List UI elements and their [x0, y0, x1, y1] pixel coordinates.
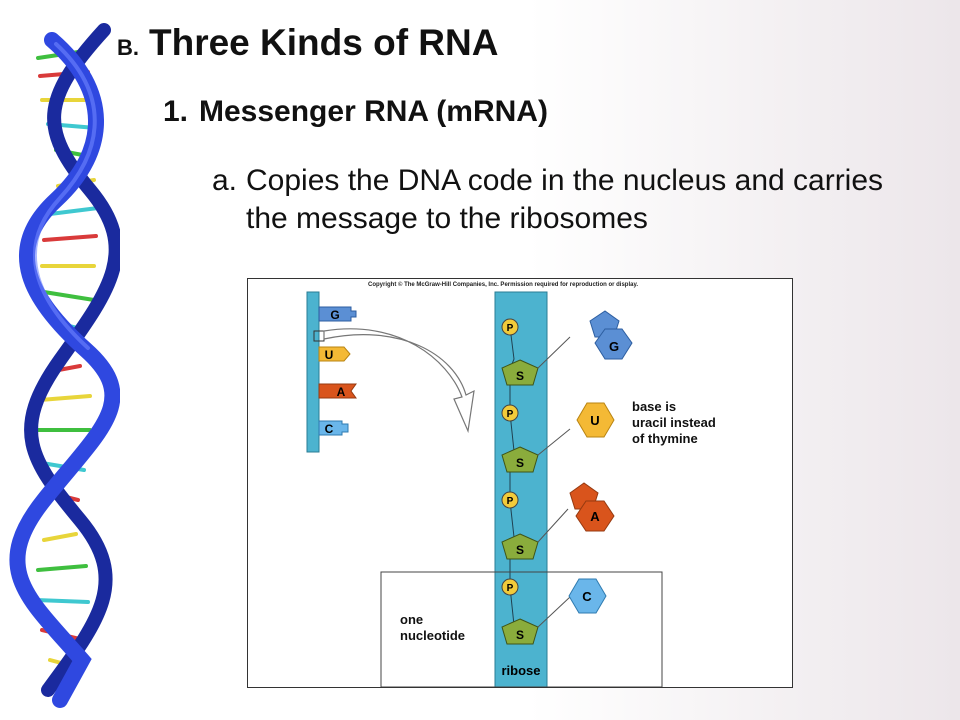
- base-connectors: [537, 336, 571, 628]
- mini-base-a: A: [318, 383, 357, 399]
- sugar-2-label: S: [516, 456, 524, 470]
- bullet-level-2: a. Copies the DNA code in the nucleus an…: [212, 162, 932, 238]
- mini-base-u-label: U: [325, 348, 334, 362]
- mini-base-g-label: G: [330, 308, 339, 322]
- figure-copyright: Copyright © The McGraw-Hill Companies, I…: [368, 281, 638, 288]
- sugar-2: S: [501, 446, 539, 473]
- zoom-arrow: [323, 328, 475, 434]
- nucleotide-label: one nucleotide: [400, 612, 465, 643]
- figure-svg: Copyright © The McGraw-Hill Companies, I…: [306, 281, 716, 687]
- base-u-label: U: [590, 413, 599, 428]
- bullet-level-1-text: Messenger RNA (mRNA): [199, 95, 548, 128]
- slide-heading: B. Three Kinds of RNA: [117, 22, 498, 64]
- base-a: A: [569, 482, 615, 532]
- base-a-label: A: [590, 509, 600, 524]
- phosphate-1: P: [501, 318, 519, 336]
- bullet-level-1: 1. Messenger RNA (mRNA): [163, 95, 548, 129]
- base-g-label: G: [609, 339, 619, 354]
- mini-base-c-label: C: [325, 422, 334, 436]
- sugar-3-label: S: [516, 543, 524, 557]
- base-note-line-1: base is: [632, 399, 676, 414]
- sugar-1-label: S: [516, 369, 524, 383]
- mini-base-a-label: A: [337, 385, 346, 399]
- mini-strand-backbone: [306, 291, 320, 453]
- base-note-line-2: uracil instead: [632, 415, 716, 430]
- mini-base-g: G: [318, 306, 357, 322]
- sugar-4-label: S: [516, 628, 524, 642]
- sugar-4: S: [501, 618, 539, 645]
- bullet-number: 1.: [163, 95, 189, 128]
- phosphate-3: P: [501, 491, 519, 509]
- rna-nucleotide-figure: Copyright © The McGraw-Hill Companies, I…: [247, 278, 793, 688]
- phosphate-4: P: [501, 578, 519, 596]
- ribose-label: ribose: [501, 663, 540, 678]
- heading-text: Three Kinds of RNA: [149, 22, 499, 63]
- base-c: C: [568, 578, 607, 614]
- mini-base-c: C: [318, 420, 349, 436]
- bullet-level-2-text: Copies the DNA code in the nucleus and c…: [246, 164, 884, 235]
- sugar-1: S: [501, 359, 539, 386]
- phosphate-1-label: P: [507, 323, 514, 334]
- base-c-label: C: [582, 589, 592, 604]
- heading-letter: B.: [117, 35, 139, 60]
- mini-base-u: U: [318, 346, 351, 362]
- nucleotide-label-line-1: one: [400, 612, 423, 627]
- base-u: U: [576, 402, 615, 438]
- base-note: base is uracil instead of thymine: [632, 399, 716, 446]
- nucleotide-label-line-2: nucleotide: [400, 628, 465, 643]
- phosphate-2: P: [501, 404, 519, 422]
- helix-strand-back: [24, 23, 120, 697]
- dna-helix-graphic: [9, 23, 120, 708]
- base-g: G: [589, 310, 633, 360]
- base-note-line-3: of thymine: [632, 431, 698, 446]
- bullet-letter: a.: [212, 164, 238, 197]
- phosphate-2-label: P: [507, 409, 514, 420]
- phosphate-4-label: P: [507, 583, 514, 594]
- nucleotide-box: [380, 571, 663, 687]
- phosphate-3-label: P: [507, 496, 514, 507]
- helix-strand-highlight: [33, 42, 97, 350]
- sugar-3: S: [501, 533, 539, 560]
